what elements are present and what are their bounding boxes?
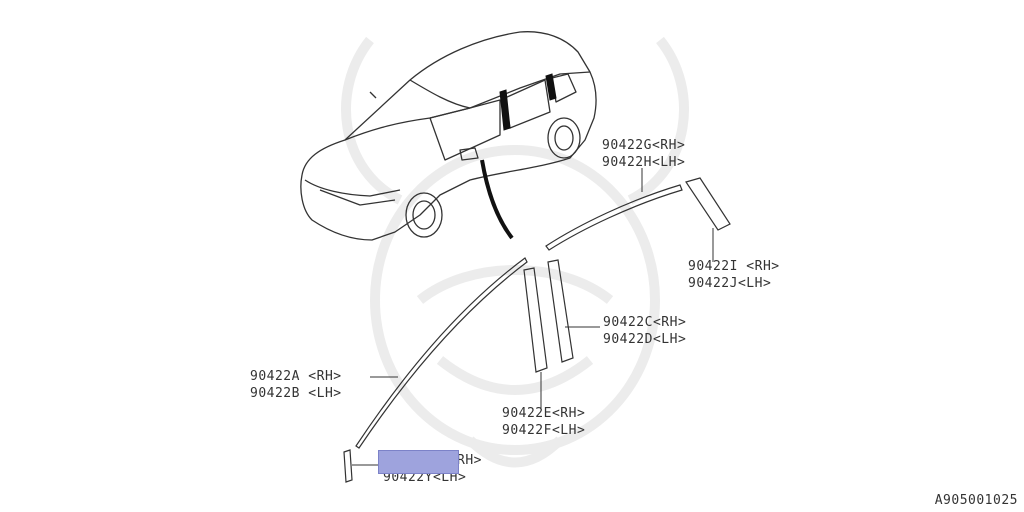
- callout-g-h: 90422G<RH> 90422H<LH>: [602, 137, 685, 171]
- part-x-rh: RH>: [457, 453, 482, 468]
- part-i-rh: 90422I <RH>: [688, 259, 780, 274]
- molding-parts: [343, 177, 731, 483]
- pillar-highlight: [480, 73, 557, 240]
- part-f-lh: 90422F<LH>: [502, 423, 586, 438]
- part-g-rh: 90422G<RH>: [602, 138, 686, 153]
- callout-a-b: 90422A <RH> 90422B <LH>: [250, 368, 342, 402]
- part-number-highlight[interactable]: [378, 450, 459, 474]
- watermark-emblem: [341, 36, 689, 468]
- callout-e-f: 90422E<RH> 90422F<LH>: [502, 405, 585, 439]
- callout-c-d: 90422C<RH> 90422D<LH>: [603, 314, 686, 348]
- part-a-rh: 90422A <RH>: [250, 369, 342, 384]
- part-c-rh: 90422C<RH>: [603, 315, 687, 330]
- part-d-lh: 90422D<LH>: [603, 332, 687, 347]
- part-h-lh: 90422H<LH>: [602, 155, 686, 170]
- reference-code: A905001025: [934, 493, 1018, 508]
- part-j-lh: 90422J<LH>: [688, 276, 772, 291]
- callout-i-j: 90422I <RH> 90422J<LH>: [688, 258, 780, 292]
- part-e-rh: 90422E<RH>: [502, 406, 586, 421]
- part-b-lh: 90422B <LH>: [250, 386, 342, 401]
- leader-lines: [352, 168, 714, 466]
